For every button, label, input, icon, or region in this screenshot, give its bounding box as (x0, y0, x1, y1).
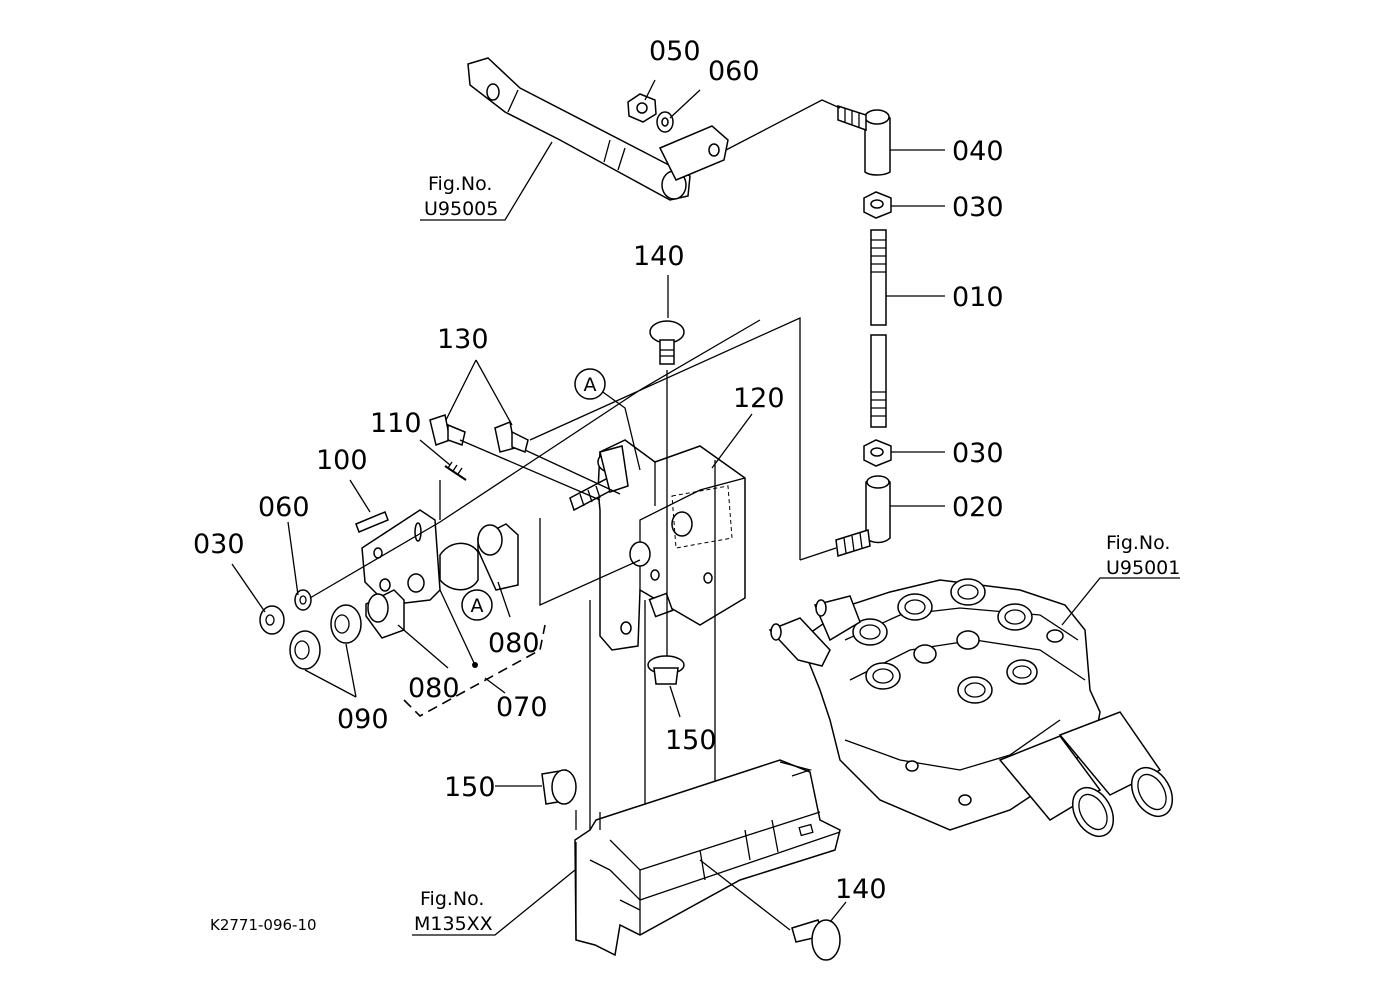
bracket-120 (569, 439, 746, 651)
part-label-080-right: 080 (488, 628, 540, 659)
nut-030-lower (863, 439, 892, 467)
bolt-140-top (649, 320, 685, 365)
figure-reference-u95005: Fig.No. U95005 (424, 173, 498, 220)
figure-reference-m135xx: Fig.No. M135XX (414, 888, 493, 935)
part-labels: 050 060 040 030 010 030 020 140 130 110 … (193, 36, 1004, 905)
part-label-050: 050 (649, 36, 701, 67)
part-label-040: 040 (952, 136, 1004, 167)
fig-m135xx-line1: Fig.No. (420, 888, 484, 910)
marker-a-top: A (574, 368, 606, 400)
fig-u95005-line2: U95005 (424, 198, 498, 220)
bolts-130 (429, 414, 529, 454)
part-label-030-lower: 030 (952, 438, 1004, 469)
fig-m135xx-line2: M135XX (414, 913, 493, 935)
part-label-060-top: 060 (708, 56, 760, 87)
drawing-code: K2771-096-10 (210, 916, 317, 934)
washer-060-left (294, 589, 312, 611)
part-label-120: 120 (733, 383, 785, 414)
part-label-140-bottom: 140 (835, 874, 887, 905)
screw-110 (444, 461, 467, 481)
part-label-130: 130 (437, 324, 489, 355)
bushing-150-center (647, 655, 685, 685)
bushing-150-left (541, 769, 577, 805)
fig-u95005-line1: Fig.No. (428, 173, 492, 195)
reference-dot (472, 662, 478, 668)
figure-reference-u95001: Fig.No. U95001 (1106, 532, 1180, 579)
control-valve (768, 578, 1174, 837)
rod-010 (870, 229, 887, 428)
part-label-100: 100 (316, 445, 368, 476)
leader-lines (231, 79, 1180, 936)
part-label-150-left: 150 (444, 772, 496, 803)
nut-030-left (259, 605, 285, 635)
part-label-010: 010 (952, 282, 1004, 313)
bolt-140-bottom (791, 919, 841, 961)
part-label-110: 110 (370, 408, 422, 439)
fig-u95001-line1: Fig.No. (1106, 532, 1170, 554)
part-label-030-upper: 030 (952, 192, 1004, 223)
part-label-090: 090 (337, 704, 389, 735)
pin-100 (355, 511, 389, 533)
washer-060-top (656, 111, 674, 133)
nut-050 (627, 93, 657, 123)
nut-030-upper (863, 191, 892, 219)
marker-a-bottom-letter: A (471, 595, 484, 617)
part-label-030-left: 030 (193, 529, 245, 560)
bushing-080-left (365, 589, 405, 639)
marker-a-top-letter: A (584, 374, 597, 396)
lever-shaft (467, 57, 729, 201)
part-label-070: 070 (496, 692, 548, 723)
fig-u95001-line2: U95001 (1106, 557, 1180, 579)
collars-090 (289, 604, 362, 670)
part-label-060-left: 060 (258, 492, 310, 523)
valve-ports (852, 578, 1064, 806)
bushing-080-right (477, 523, 519, 591)
marker-a-bottom: A (461, 589, 493, 621)
rod-end-020 (835, 475, 891, 557)
part-label-140-top: 140 (633, 241, 685, 272)
frame-m135xx (574, 460, 841, 957)
valve-spools (998, 711, 1174, 837)
part-label-020: 020 (952, 492, 1004, 523)
part-label-080-left: 080 (408, 673, 460, 704)
rod-end-040 (837, 104, 891, 176)
part-label-150-center: 150 (665, 725, 717, 756)
